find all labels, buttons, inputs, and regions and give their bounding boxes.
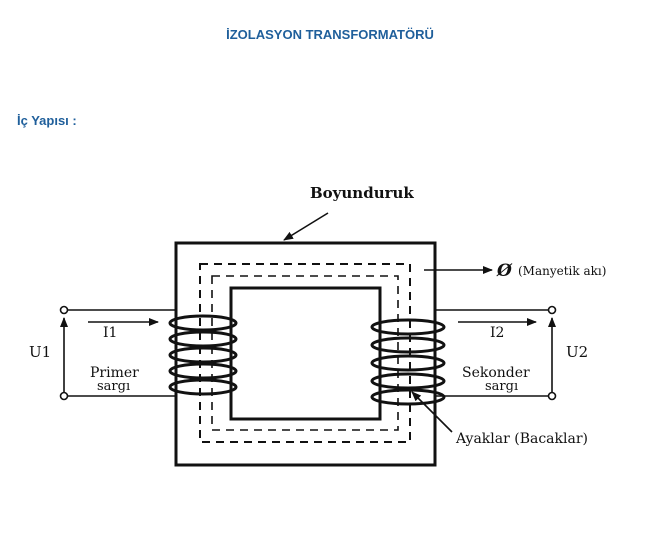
i2-label: I2 <box>490 325 504 341</box>
primary-coil-turn <box>168 378 238 396</box>
flux-symbol: Ø <box>496 261 513 281</box>
i1-label: I1 <box>103 325 117 341</box>
secondary-winding-label: Sekonder <box>462 365 530 381</box>
legs-pointer <box>411 391 453 433</box>
flux-path-inner <box>211 275 399 431</box>
primary-coil-turn <box>168 362 238 380</box>
section-heading: İç Yapısı : <box>17 113 77 128</box>
core-window <box>229 286 382 421</box>
yoke-pointer <box>283 212 329 241</box>
core-outer-edge <box>174 241 437 467</box>
flux-label: (Manyetik akı) <box>518 264 606 278</box>
primary-winding-label: Primer <box>90 365 139 381</box>
primary-coil <box>168 314 238 396</box>
secondary-coil-turn <box>370 388 446 406</box>
primary-leads <box>59 305 176 401</box>
primary-coil-turn <box>168 330 238 348</box>
secondary-coil-turn <box>370 354 446 372</box>
secondary-coil <box>370 318 446 406</box>
u2-label: U2 <box>566 343 588 361</box>
primary-winding-sublabel: sargı <box>97 379 130 394</box>
secondary-coil-turn <box>370 372 446 390</box>
secondary-coil-turn <box>370 336 446 354</box>
primary-coil-turn <box>168 346 238 364</box>
secondary-winding-sublabel: sargı <box>485 379 518 394</box>
transformer-core <box>174 241 437 467</box>
secondary-coil-turn <box>370 318 446 336</box>
u1-label: U1 <box>29 343 51 361</box>
secondary-leads <box>435 305 557 401</box>
yoke-label: Boyunduruk <box>310 184 414 202</box>
primary-coil-turn <box>168 314 238 332</box>
legs-label: Ayaklar (Bacaklar) <box>455 431 588 447</box>
page-title: İZOLASYON TRANSFORMATÖRÜ <box>226 27 434 42</box>
